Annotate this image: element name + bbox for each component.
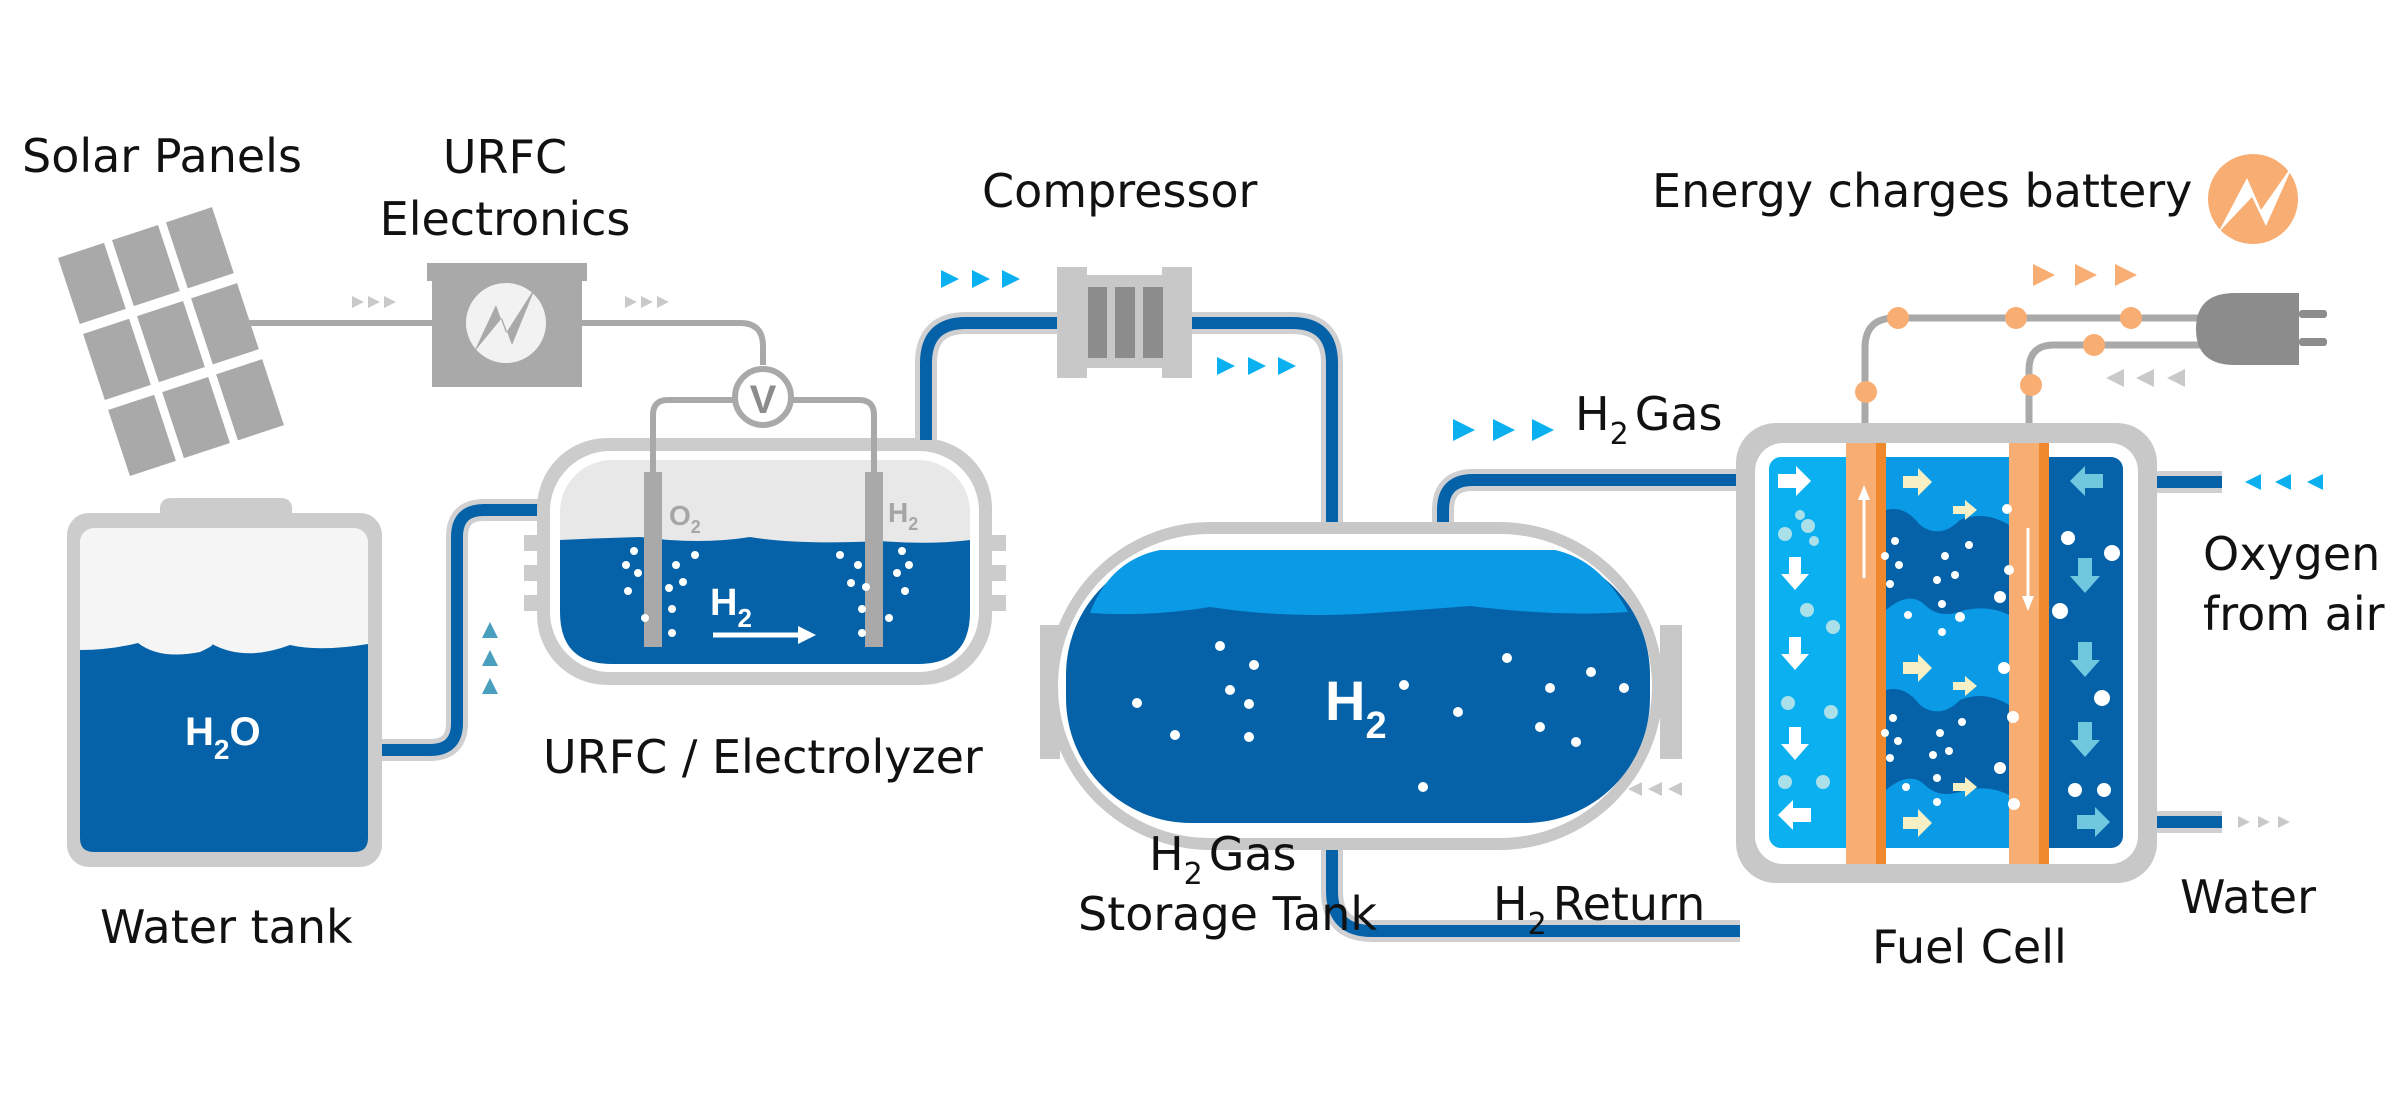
flow-arrows-grey — [352, 296, 396, 308]
electronics-label-line1: URFC — [443, 130, 567, 184]
fuel-cell-label: Fuel Cell — [1872, 920, 2067, 974]
flow-arrows-blue — [1453, 419, 1554, 441]
compressor-icon — [1057, 267, 1192, 378]
oxygen-label-line2: from air — [2203, 587, 2385, 641]
h2-gas-pipe-inner — [1437, 474, 1740, 525]
battery-lightning-icon — [2208, 154, 2298, 244]
storage-tank — [1040, 522, 1682, 850]
o2-label: O2 — [669, 500, 701, 537]
water-tank-content-label: H2O — [185, 710, 261, 765]
compressor-label: Compressor — [982, 164, 1258, 218]
electronics-label-line2: Electronics — [380, 192, 631, 246]
flow-arrows-blue — [2245, 474, 2323, 490]
storage-tank-content-label: H2 — [1325, 669, 1387, 747]
voltmeter-wire — [650, 397, 877, 472]
water-tank — [67, 498, 382, 867]
plug-icon — [2196, 293, 2327, 365]
fuel-cell — [1736, 423, 2157, 883]
h2-label: H2 — [888, 497, 918, 534]
water-out-label: Water — [2180, 870, 2316, 924]
output-cable — [2025, 341, 2200, 423]
power-wire — [582, 320, 766, 365]
voltmeter-symbol: V — [750, 378, 777, 422]
battery-label: Energy charges battery — [1652, 164, 2192, 218]
cable-nodes — [1855, 307, 2142, 403]
flow-arrows-grey — [2238, 816, 2290, 828]
flow-arrows-up — [482, 622, 498, 694]
flow-arrows-orange — [2033, 264, 2137, 286]
electrolyzer-label: URFC / Electrolyzer — [543, 730, 983, 784]
electronics-box — [427, 263, 587, 387]
flow-arrows-grey — [625, 296, 669, 308]
oxygen-label-line1: Oxygen — [2203, 527, 2380, 581]
h2-flow-label: H2 — [710, 582, 752, 633]
storage-tank-label-line2: Storage Tank — [1078, 887, 1377, 941]
water-pipe-inner — [382, 504, 540, 756]
h2-pipe-inner — [920, 317, 1338, 522]
voltmeter-icon — [732, 366, 794, 428]
electrolyzer — [524, 438, 1006, 685]
h2-return-pipe-inner — [1326, 840, 1740, 937]
h2-gas-pipe — [1432, 469, 1740, 525]
solar-panels-label: Solar Panels — [22, 129, 302, 183]
solar-panels-icon — [58, 207, 284, 476]
flow-arrows-grey — [2106, 369, 2185, 387]
water-tank-label: Water tank — [100, 900, 353, 954]
